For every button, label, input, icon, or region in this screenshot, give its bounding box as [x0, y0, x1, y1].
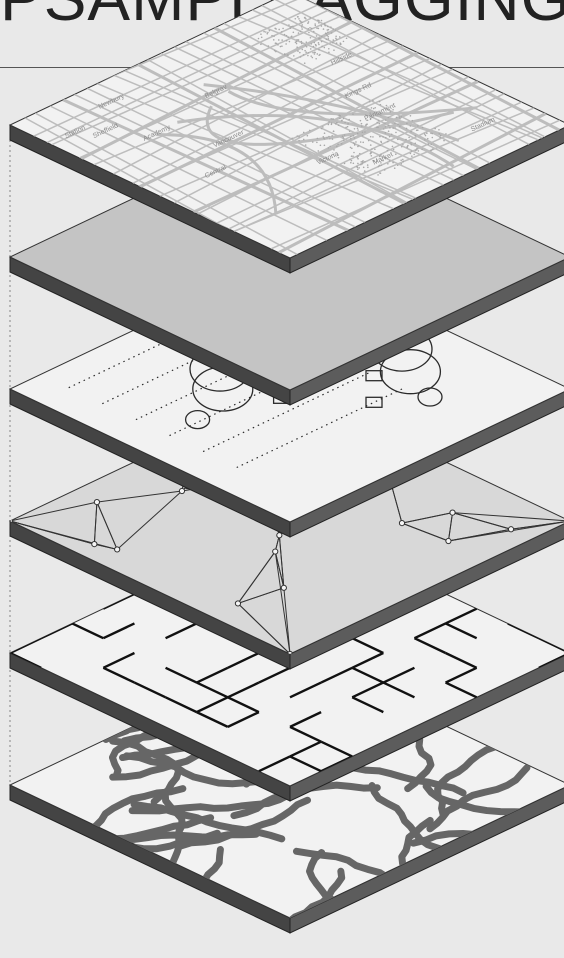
layers-group: BelgravParliamentSheffieldVancouverNewbu… — [3, 0, 564, 940]
